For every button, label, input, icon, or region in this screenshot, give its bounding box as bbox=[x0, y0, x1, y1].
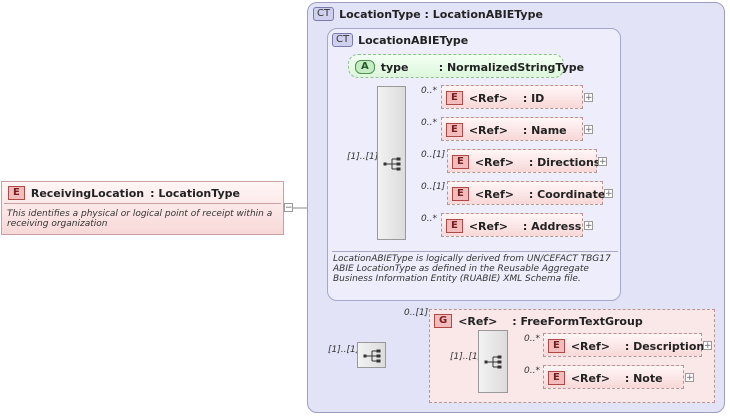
element-badge: E bbox=[8, 186, 25, 200]
element-cardinality: 0..* bbox=[421, 118, 437, 128]
divider bbox=[332, 251, 618, 252]
attribute-name: type bbox=[380, 60, 409, 74]
element-name: : Coordinate bbox=[528, 187, 606, 201]
sequence-icon bbox=[383, 157, 401, 171]
attribute-box[interactable]: A type : NormalizedStringType bbox=[348, 54, 584, 78]
root-element-name: ReceivingLocation bbox=[30, 186, 145, 200]
element-ref: <Ref> bbox=[570, 339, 610, 353]
sequence-compositor[interactable] bbox=[377, 86, 406, 240]
expand-toggle[interactable]: + bbox=[703, 341, 712, 351]
root-element-type: : LocationType bbox=[150, 186, 240, 200]
root-element-header: E ReceivingLocation : LocationType bbox=[8, 186, 240, 200]
element-badge: E bbox=[446, 91, 463, 105]
group-ref: <Ref> bbox=[458, 314, 498, 328]
complex-type-badge: CT bbox=[313, 7, 335, 21]
element-ref: <Ref> bbox=[468, 123, 508, 137]
expand-toggle[interactable]: + bbox=[584, 125, 593, 135]
ct-inner-header: CT LocationABIEType bbox=[332, 33, 468, 47]
element-name: : Directions bbox=[528, 155, 601, 169]
group-name: : FreeFormTextGroup bbox=[512, 314, 643, 328]
element-note-box[interactable]: E <Ref> : Note bbox=[543, 365, 684, 389]
element-description-box[interactable]: E <Ref> : Description bbox=[543, 333, 705, 357]
element-name: : ID bbox=[522, 91, 545, 105]
element-address-box[interactable]: E <Ref> : Address bbox=[441, 213, 583, 237]
element-name-box[interactable]: E <Ref> : Name bbox=[441, 117, 583, 141]
group-badge: G bbox=[434, 314, 453, 328]
root-element-doc: This identifies a physical or logical po… bbox=[7, 209, 273, 229]
group-header: G <Ref> : FreeFormTextGroup bbox=[434, 314, 643, 328]
sequence-cardinality: [1]..[1] bbox=[450, 352, 482, 362]
element-ref: <Ref> bbox=[468, 219, 508, 233]
element-cardinality: 0..* bbox=[524, 366, 540, 376]
element-badge: E bbox=[548, 339, 565, 353]
attribute-type: : NormalizedStringType bbox=[438, 60, 585, 74]
element-ref: <Ref> bbox=[468, 91, 508, 105]
element-ref: <Ref> bbox=[570, 371, 610, 385]
element-badge: E bbox=[452, 155, 469, 169]
complex-type-badge: CT bbox=[332, 33, 354, 47]
expand-toggle[interactable]: + bbox=[604, 189, 613, 199]
ct-outer-header: CT LocationType : LocationABIEType bbox=[313, 7, 543, 21]
element-cardinality: 0..* bbox=[524, 334, 540, 344]
root-element-box[interactable]: E ReceivingLocation : LocationType This … bbox=[1, 181, 284, 235]
attribute-badge: A bbox=[355, 60, 375, 74]
element-badge: E bbox=[452, 187, 469, 201]
sequence-icon bbox=[363, 349, 381, 363]
element-cardinality: 0..* bbox=[421, 214, 437, 224]
sequence-cardinality: [1]..[1] bbox=[347, 152, 379, 162]
element-cardinality: 0..* bbox=[421, 86, 437, 96]
element-cardinality: 0..[1] bbox=[421, 182, 446, 192]
element-directions-box[interactable]: E <Ref> : Directions bbox=[447, 149, 600, 173]
expand-toggle[interactable]: + bbox=[584, 93, 593, 103]
sequence-cardinality: [1]..[1] bbox=[328, 345, 360, 355]
inner-type-doc: LocationABIEType is logically derived fr… bbox=[333, 254, 611, 284]
element-ref: <Ref> bbox=[474, 187, 514, 201]
ct-inner-title: LocationABIEType bbox=[358, 33, 469, 47]
expand-toggle[interactable]: + bbox=[598, 157, 607, 167]
sequence-icon bbox=[484, 355, 502, 369]
expand-toggle[interactable]: + bbox=[584, 221, 593, 231]
group-cardinality: 0..[1] bbox=[404, 308, 429, 318]
element-ref: <Ref> bbox=[474, 155, 514, 169]
attribute-row: A type : NormalizedStringType bbox=[355, 60, 584, 74]
element-id-box[interactable]: E <Ref> : ID bbox=[441, 85, 583, 109]
divider bbox=[4, 203, 281, 204]
sequence-compositor[interactable] bbox=[478, 330, 508, 393]
ct-outer-title: LocationType : LocationABIEType bbox=[339, 7, 543, 21]
element-name: : Description bbox=[624, 339, 705, 353]
element-coordinate-box[interactable]: E <Ref> : Coordinate bbox=[447, 181, 606, 205]
element-cardinality: 0..[1] bbox=[421, 150, 446, 160]
element-name: : Name bbox=[522, 123, 567, 137]
element-name: : Note bbox=[624, 371, 663, 385]
element-badge: E bbox=[446, 219, 463, 233]
collapse-toggle[interactable]: − bbox=[284, 203, 293, 213]
expand-toggle[interactable]: + bbox=[685, 373, 694, 383]
sequence-compositor[interactable] bbox=[357, 342, 386, 368]
element-name: : Address bbox=[522, 219, 582, 233]
element-badge: E bbox=[548, 371, 565, 385]
element-badge: E bbox=[446, 123, 463, 137]
